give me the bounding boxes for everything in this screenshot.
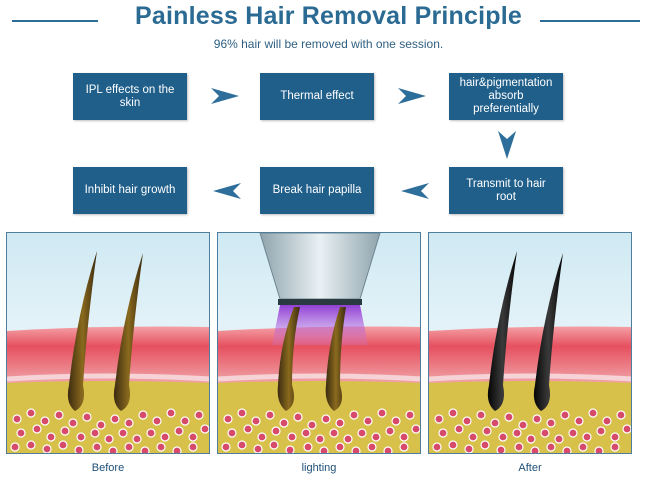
page-subtitle: 96% hair will be removed with one sessio…	[0, 37, 657, 51]
arrow-right-icon	[396, 86, 428, 106]
step-break-papilla: Break hair papilla	[260, 167, 374, 214]
arrow-right-icon	[209, 86, 241, 106]
step-absorb: hair&pigmentation absorb preferentially	[449, 73, 563, 120]
arrow-left-icon	[211, 181, 243, 201]
skin-illustration-before	[7, 233, 210, 454]
caption-after: After	[428, 462, 632, 474]
skin-illustration-lighting	[218, 233, 421, 454]
ipl-handpiece-icon	[260, 233, 380, 299]
caption-before: Before	[6, 462, 210, 474]
step-thermal-effect: Thermal effect	[260, 73, 374, 120]
skin-illustration-after	[429, 233, 632, 454]
caption-lighting: lighting	[217, 462, 421, 474]
arrow-down-icon	[496, 129, 518, 161]
panel-lighting	[217, 232, 421, 454]
step-inhibit-growth: Inhibit hair growth	[73, 167, 187, 214]
step-transmit-root: Transmit to hair root	[449, 167, 563, 214]
panel-before	[6, 232, 210, 454]
step-ipl-effects: IPL effects on the skin	[73, 73, 187, 120]
page-title: Painless Hair Removal Principle	[0, 2, 657, 31]
panel-after	[428, 232, 632, 454]
arrow-left-icon	[399, 181, 431, 201]
